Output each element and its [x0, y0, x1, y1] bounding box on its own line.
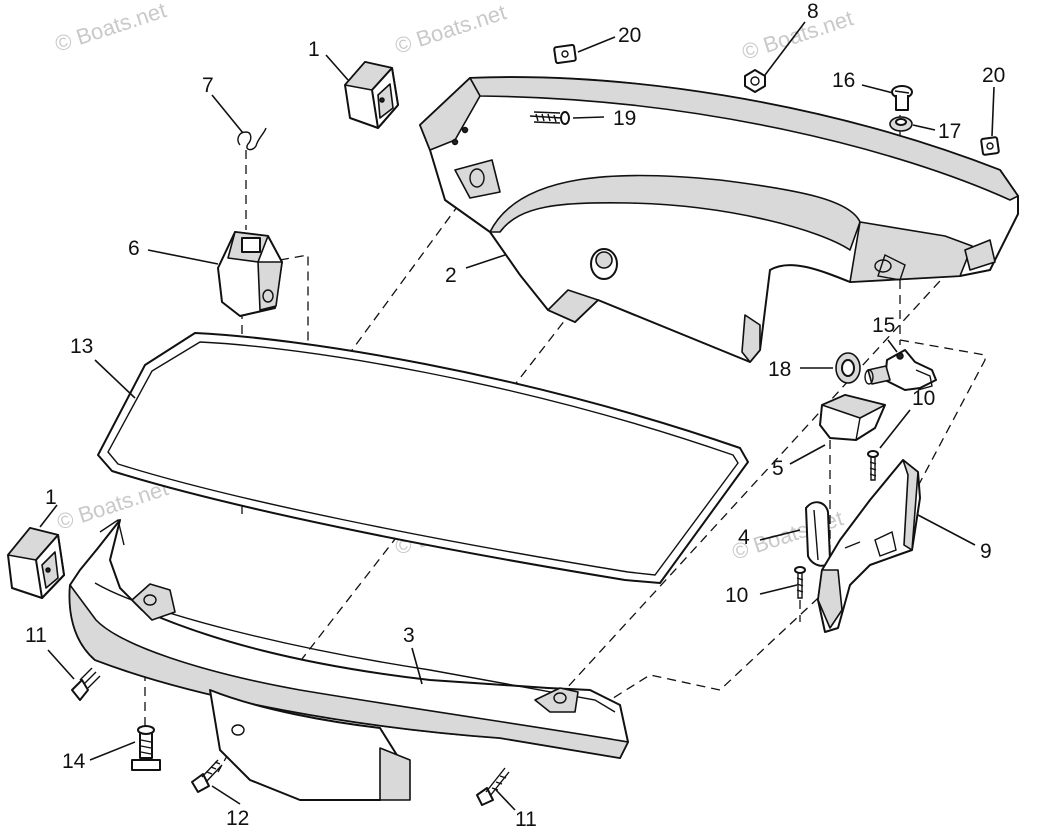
callout-10-upper: 10	[912, 387, 935, 410]
callout-1-upper: 1	[308, 38, 320, 61]
latch-cap	[819, 394, 886, 441]
callout-18: 18	[768, 358, 791, 381]
hex-nut	[744, 69, 766, 93]
lower-cover	[68, 518, 629, 801]
washer-17	[889, 116, 913, 132]
callout-4: 4	[738, 526, 750, 549]
callout-13: 13	[70, 335, 93, 358]
callout-2: 2	[445, 264, 457, 287]
leader-lines	[39, 21, 995, 811]
screw-11-left	[71, 667, 101, 701]
callout-19: 19	[613, 107, 636, 130]
callout-12: 12	[226, 807, 249, 828]
valve-15	[864, 349, 937, 391]
callout-9: 9	[980, 540, 992, 563]
watermark-text: © Boats.net	[52, 0, 169, 57]
assembly-line	[564, 269, 951, 691]
screw-12	[191, 759, 223, 793]
callout-14: 14	[62, 750, 86, 773]
mount-block-lower	[7, 527, 65, 599]
callout-3: 3	[403, 624, 415, 647]
callout-11-left: 11	[25, 624, 47, 647]
screw-11-bottom	[476, 767, 510, 806]
callout-7: 7	[202, 74, 214, 97]
latch-bracket	[217, 231, 283, 317]
callout-labels: 1 1 2 3 4 5 6 7 8 9 10 10 11 11 12 13 14…	[25, 0, 1005, 828]
square-clip-right	[980, 136, 1000, 156]
callout-16: 16	[832, 69, 855, 92]
upper-cover	[419, 76, 1019, 363]
callout-6: 6	[128, 237, 140, 260]
callout-5: 5	[772, 457, 784, 480]
seal-gasket	[97, 332, 749, 584]
clip-spring	[237, 127, 267, 151]
callout-20-right: 20	[982, 64, 1005, 87]
callout-8: 8	[807, 0, 819, 23]
callout-10-lower: 10	[725, 584, 748, 607]
callout-17: 17	[938, 120, 961, 143]
square-clip-top	[553, 43, 577, 65]
screw-long	[529, 111, 570, 125]
watermark-text: © Boats.net	[392, 0, 509, 59]
grommet-18	[835, 352, 861, 384]
mount-block-upper	[344, 61, 399, 129]
bolt-14	[131, 725, 161, 771]
screw-10-lower	[794, 566, 806, 599]
callout-20-top: 20	[618, 24, 641, 47]
screw-16	[891, 85, 913, 111]
latch-insert	[805, 501, 831, 567]
latch-plate	[817, 459, 921, 633]
watermark-text: © Boats.net	[739, 5, 856, 64]
callout-11-bottom: 11	[515, 808, 537, 828]
screw-10-upper	[867, 450, 879, 481]
callout-1-lower: 1	[45, 486, 57, 509]
callout-15: 15	[872, 314, 895, 337]
